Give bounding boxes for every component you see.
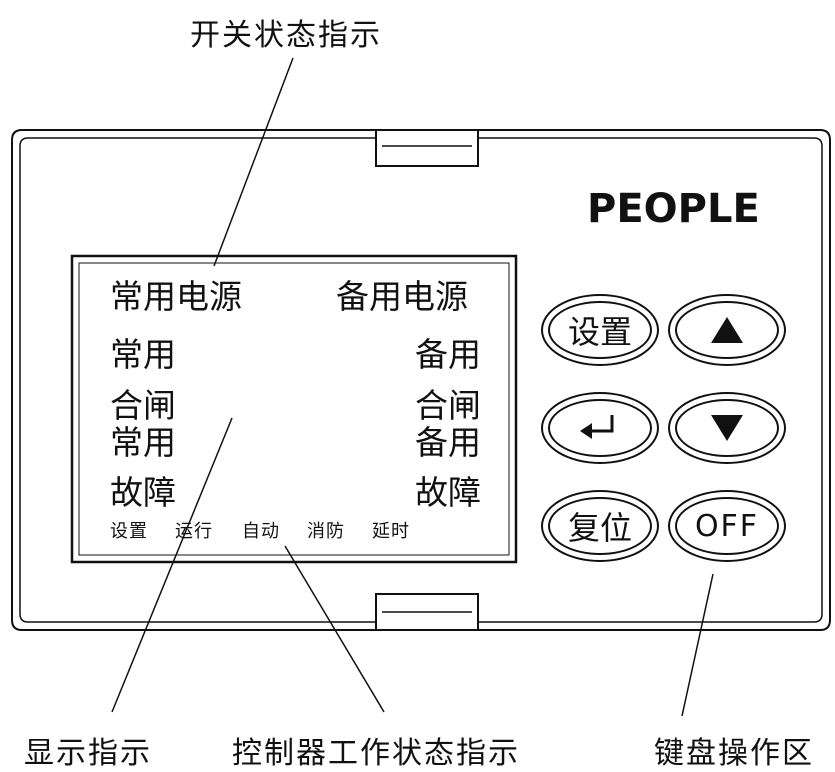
enter-arrow-icon [580, 415, 614, 439]
down-arrow-icon [711, 415, 743, 441]
status-fire: 消防 [307, 521, 345, 542]
backup-fault-indicator: 故障 [415, 473, 481, 512]
reset-button-label: 复位 [567, 509, 632, 547]
settings-button-label: 设置 [567, 313, 632, 351]
backup-closed-indicator: 合闸 [415, 386, 481, 425]
normal-power-label: 常用电源 [110, 277, 242, 316]
enter-button[interactable] [541, 392, 659, 464]
brand-logo: PEOPLE [587, 186, 760, 232]
backup-indicator: 备用 [415, 335, 481, 374]
up-button[interactable] [668, 294, 786, 366]
controller-status-callout: 控制器工作状态指示 [232, 736, 520, 771]
status-settings: 设置 [110, 521, 148, 542]
normal-fault-indicator: 故障 [110, 473, 176, 512]
up-arrow-icon [711, 317, 743, 343]
normal-indicator: 常用 [110, 335, 176, 374]
settings-button[interactable]: 设置 [541, 294, 659, 366]
down-button[interactable] [668, 392, 786, 464]
switch-status-callout: 开关状态指示 [190, 18, 382, 53]
off-button[interactable]: OFF [668, 490, 786, 562]
normal-indicator-2: 常用 [110, 423, 176, 462]
backup-indicator-2: 备用 [415, 423, 481, 462]
off-button-label: OFF [694, 508, 760, 544]
display-callout: 显示指示 [24, 736, 152, 771]
keyboard-callout: 键盘操作区 [654, 736, 814, 771]
status-delay: 延时 [372, 521, 410, 542]
reset-button[interactable]: 复位 [541, 490, 659, 562]
status-auto: 自动 [242, 521, 280, 542]
normal-closed-indicator: 合闸 [110, 386, 176, 425]
status-running: 运行 [175, 521, 213, 542]
backup-power-label: 备用电源 [336, 277, 468, 316]
